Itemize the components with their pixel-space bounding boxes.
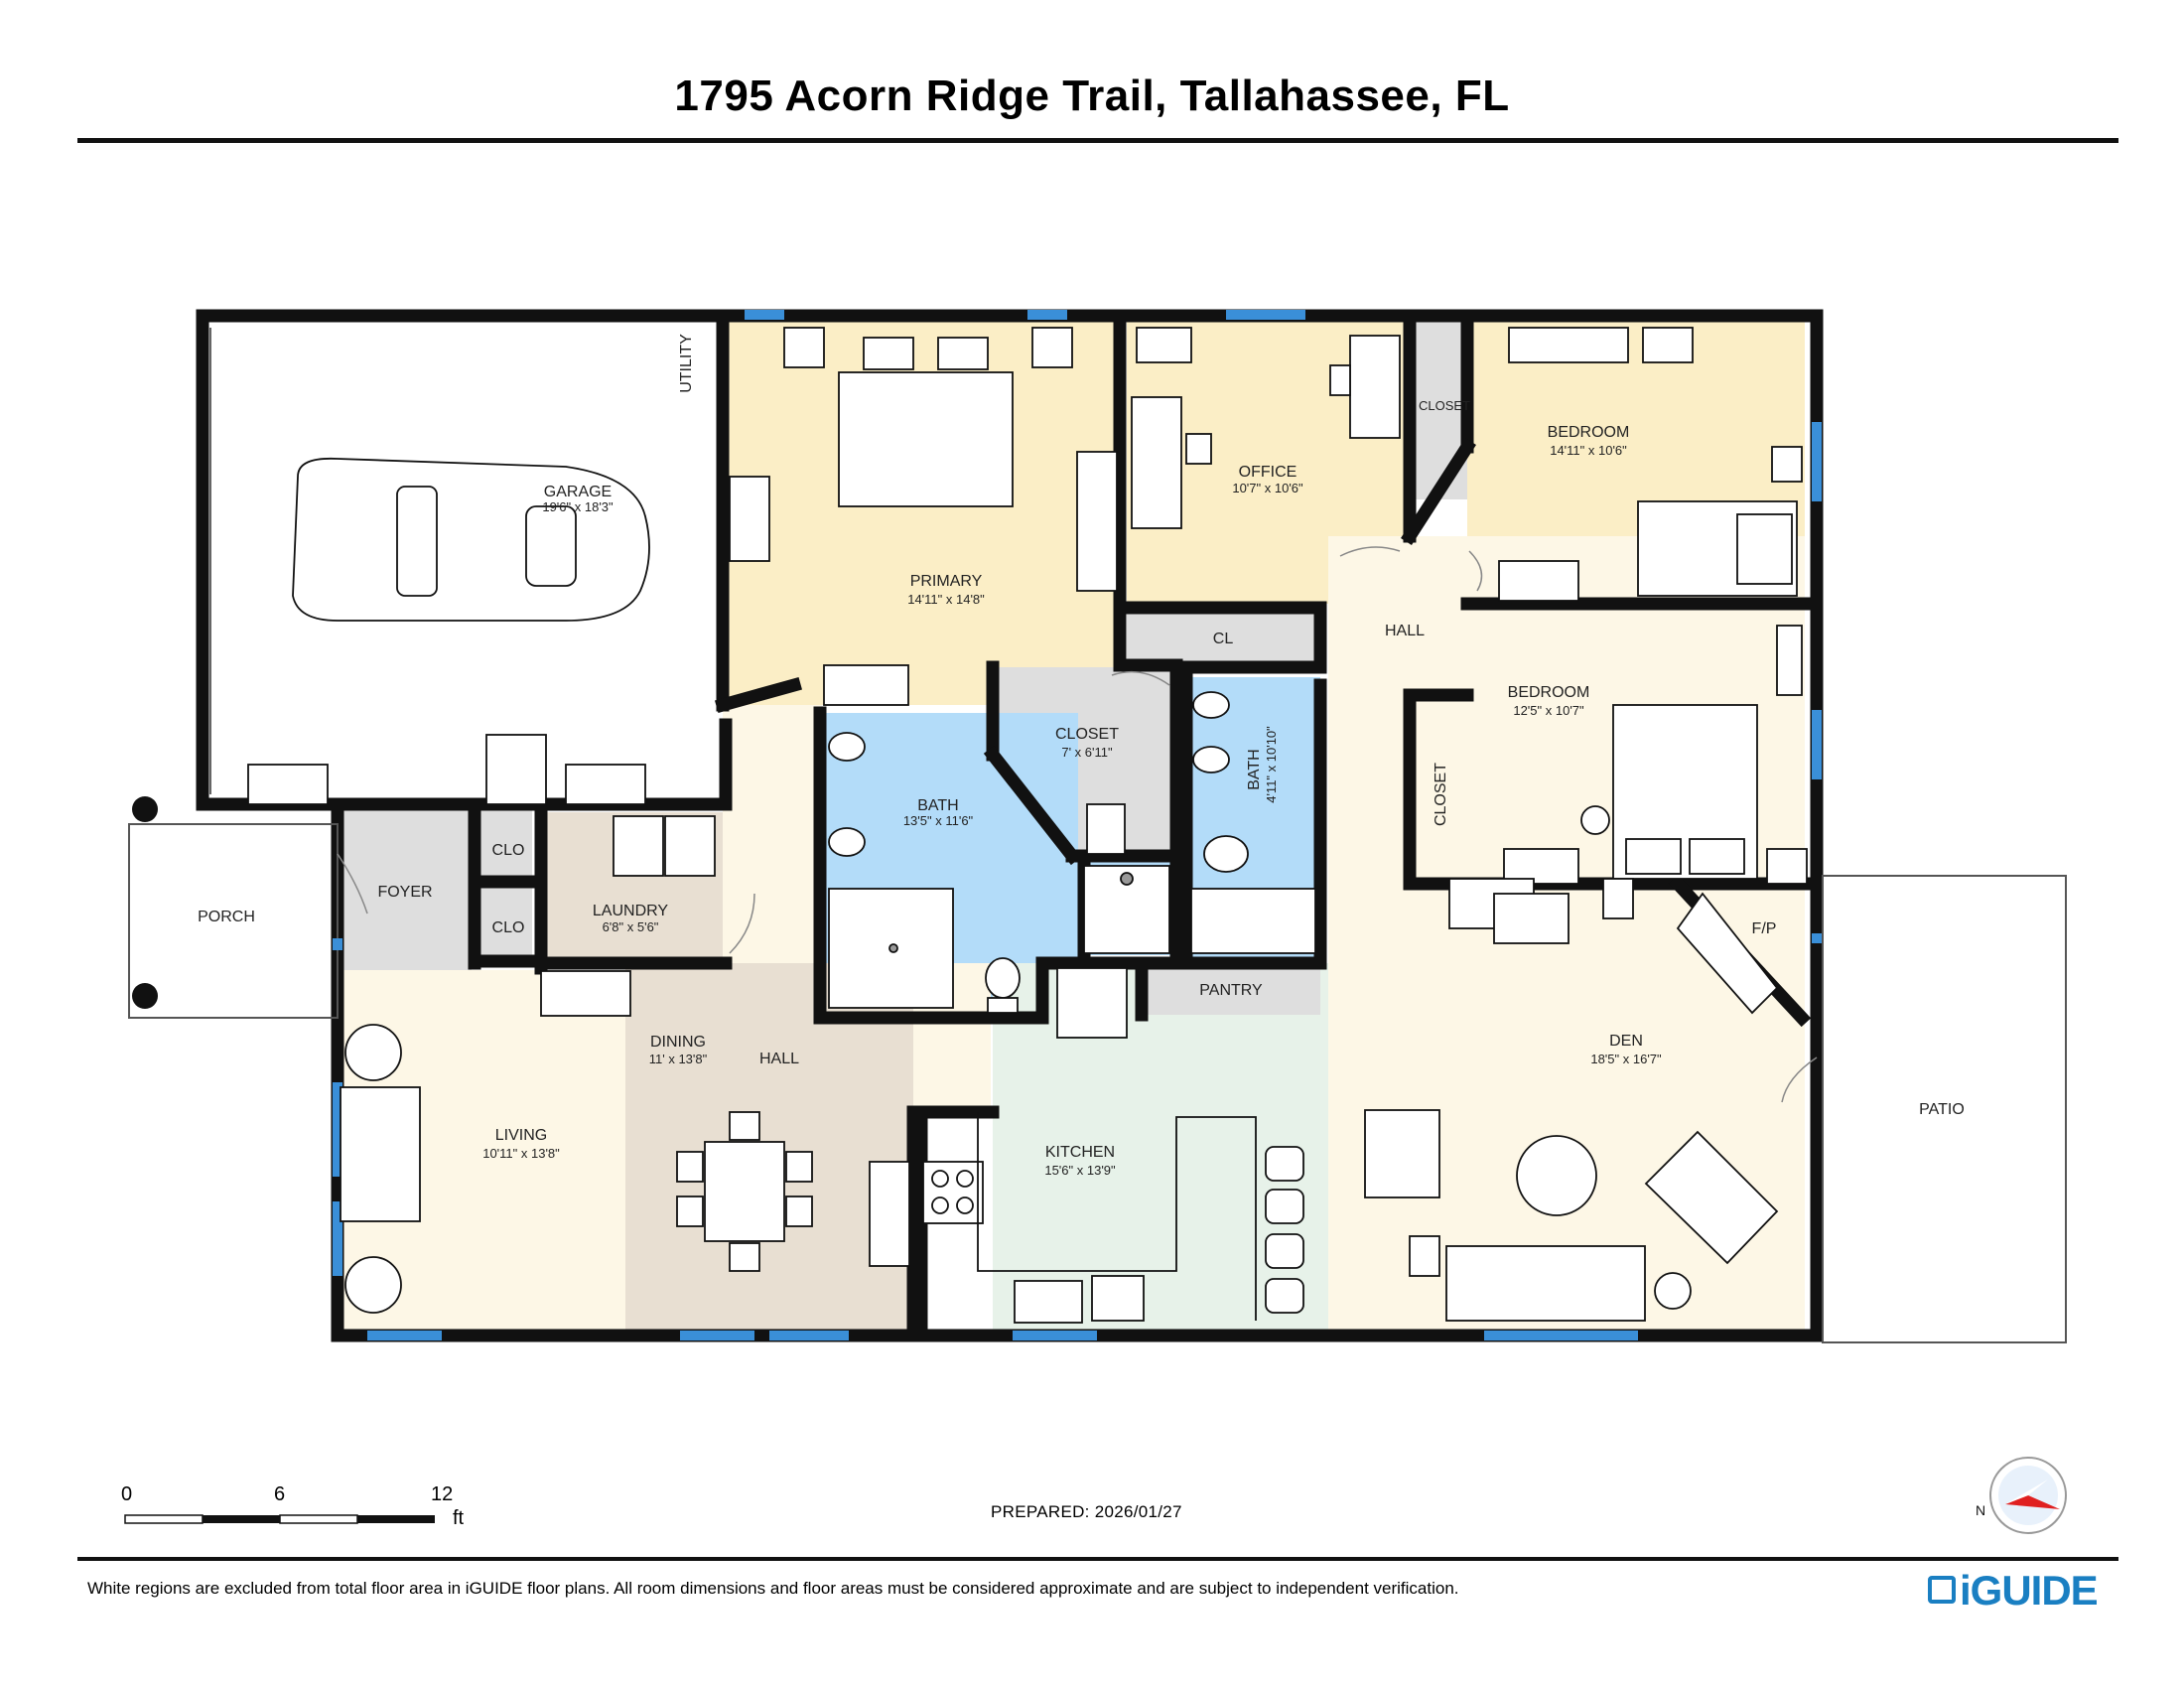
utility-label: UTILITY bbox=[678, 334, 695, 393]
scale-tick-12: 12 bbox=[431, 1483, 454, 1505]
kitchen-label: KITCHEN bbox=[1045, 1144, 1115, 1161]
hall-left-label: HALL bbox=[759, 1051, 799, 1067]
footer-rule bbox=[77, 1557, 2118, 1561]
windows bbox=[333, 310, 1822, 1340]
dining-dims: 11' x 13'8" bbox=[649, 1052, 708, 1066]
furniture bbox=[247, 327, 1808, 1324]
living-label: LIVING bbox=[495, 1127, 547, 1144]
foyer-label: FOYER bbox=[377, 884, 432, 901]
page-title: 1795 Acorn Ridge Trail, Tallahassee, FL bbox=[674, 71, 1510, 120]
fp-label: F/P bbox=[1752, 920, 1777, 937]
garage-label: GARAGE bbox=[544, 484, 612, 500]
foyer-floor bbox=[338, 806, 472, 970]
scale-unit: ft bbox=[453, 1507, 465, 1529]
porch-post bbox=[132, 796, 158, 822]
patio-label: PATIO bbox=[1919, 1101, 1965, 1118]
garage-dims: 19'6" x 18'3" bbox=[542, 499, 614, 514]
primary-label: PRIMARY bbox=[910, 573, 983, 590]
bedroom1-dims: 14'11" x 10'6" bbox=[1550, 443, 1627, 458]
closet-mid-label: CLOSET bbox=[1055, 726, 1119, 743]
den-label: DEN bbox=[1609, 1033, 1643, 1050]
clo2-label: CLO bbox=[492, 919, 525, 936]
bath2-label: BATH bbox=[1246, 749, 1263, 789]
bedroom2-dims: 12'5" x 10'7" bbox=[1513, 703, 1584, 718]
hall-left-floor bbox=[723, 705, 822, 973]
living-dims: 10'11" x 13'8" bbox=[482, 1146, 560, 1161]
porch-post bbox=[132, 983, 158, 1009]
scale-bar bbox=[124, 1514, 435, 1524]
closet-top-label: CLOSET bbox=[1419, 398, 1470, 413]
cl-label: CL bbox=[1213, 631, 1234, 647]
svg-text:N: N bbox=[1976, 1502, 1985, 1518]
scale-tick-6: 6 bbox=[274, 1483, 286, 1505]
office-label: OFFICE bbox=[1239, 464, 1297, 481]
prepared-date: PREPARED: 2026/01/27 bbox=[991, 1502, 1182, 1521]
den-dims: 18'5" x 16'7" bbox=[1590, 1052, 1662, 1066]
hall-right-label: HALL bbox=[1385, 623, 1425, 639]
clo1-label: CLO bbox=[492, 842, 525, 859]
title-rule bbox=[77, 138, 2118, 143]
bath-primary-label: BATH bbox=[917, 797, 958, 814]
pantry-label: PANTRY bbox=[1199, 982, 1263, 999]
closet-side-label: CLOSET bbox=[1433, 763, 1449, 826]
laundry-label: LAUNDRY bbox=[593, 903, 669, 919]
primary-dims: 14'11" x 14'8" bbox=[907, 592, 985, 607]
iguide-logo-icon bbox=[1928, 1575, 1956, 1604]
car-icon bbox=[292, 457, 650, 622]
cl-floor bbox=[1127, 608, 1320, 667]
bath2-dims: 4'11" x 10'10" bbox=[1264, 726, 1279, 803]
porch-outline bbox=[128, 823, 339, 1019]
bedroom1-label: BEDROOM bbox=[1548, 424, 1630, 441]
dining-label: DINING bbox=[650, 1034, 706, 1051]
iguide-logo: iGUIDE bbox=[1928, 1567, 2099, 1615]
scale-tick-0: 0 bbox=[121, 1483, 133, 1505]
laundry-dims: 6'8" x 5'6" bbox=[603, 919, 659, 934]
office-dims: 10'7" x 10'6" bbox=[1232, 481, 1303, 495]
patio-outline bbox=[1822, 875, 2067, 1343]
disclaimer: White regions are excluded from total fl… bbox=[87, 1579, 1459, 1598]
door-swings bbox=[337, 546, 1818, 1103]
porch-label: PORCH bbox=[198, 909, 255, 925]
pantry-floor bbox=[1142, 965, 1320, 1015]
bedroom2-label: BEDROOM bbox=[1508, 684, 1590, 701]
closet-mid-dims: 7' x 6'11" bbox=[1061, 745, 1113, 760]
room-labels: GARAGE 19'6" x 18'3" UTILITY PRIMARY 14'… bbox=[198, 334, 1965, 1178]
compass-icon: N bbox=[1976, 1457, 2067, 1534]
bath-primary-dims: 13'5" x 11'6" bbox=[903, 813, 974, 828]
kitchen-dims: 15'6" x 13'9" bbox=[1044, 1163, 1116, 1178]
